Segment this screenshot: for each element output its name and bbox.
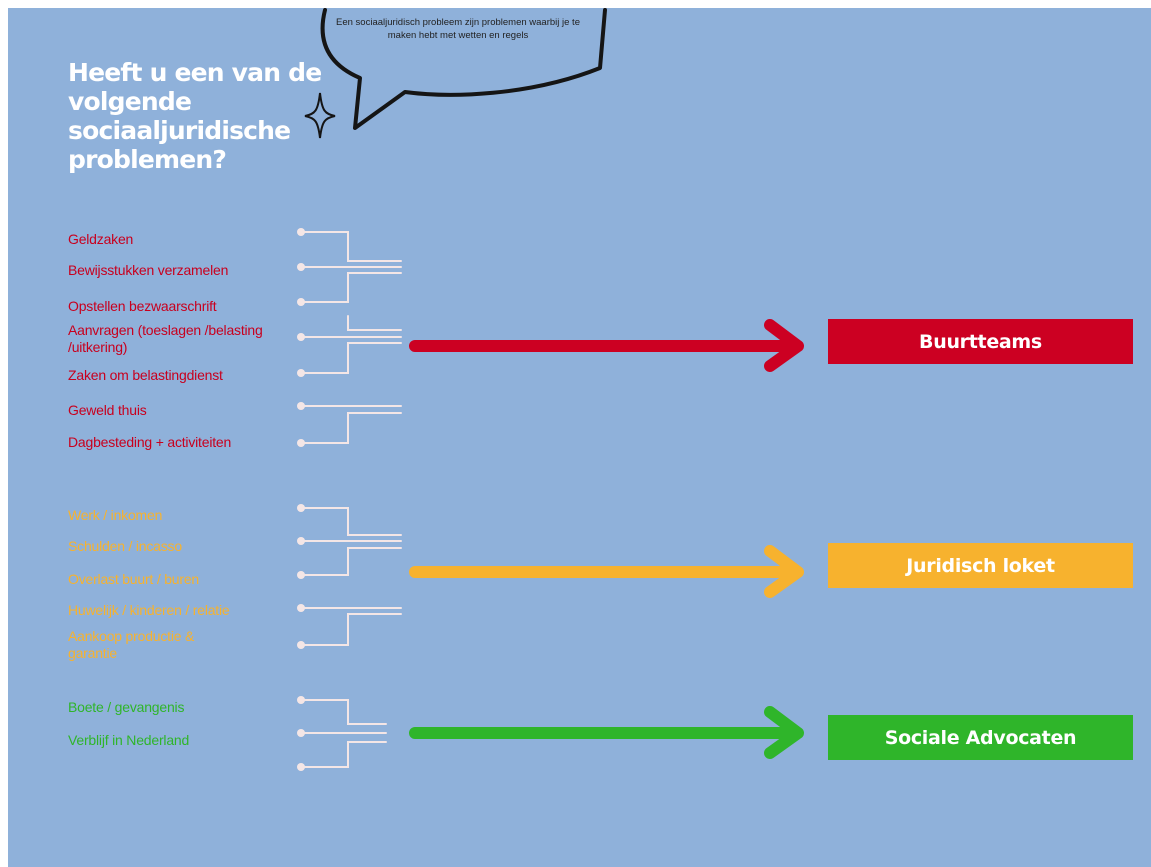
bubble-text: Een sociaaljuridisch probleem zijn probl… [336,17,580,41]
target-box-buurtteams: Buurtteams [828,319,1133,364]
list-item: Geldzaken [68,231,134,247]
page-title: Heeft u een van de volgende sociaaljurid… [68,58,322,174]
list-item: Schulden / incasso [68,538,182,554]
list-item: Dagbesteding + activiteiten [68,434,232,450]
speech-bubble [304,8,607,139]
arrow-icon [409,545,804,598]
list-item: Werk / inkomen [68,507,163,523]
canvas: Heeft u een van de volgende sociaaljurid… [8,8,1151,867]
list-item: Overlast buurt / buren [68,571,199,587]
list-item: Boete / gevangenis [68,699,185,715]
target-box-juridisch-loket: Juridisch loket [828,543,1133,588]
list-item: Geweld thuis [68,402,147,418]
list-item: Huwelijk / kinderen / relatie [68,602,230,618]
list-item: Zaken om belastingdienst [68,367,223,383]
list-item: Opstellen bezwaarschrift [68,298,217,314]
list-item: Aanvragen (toeslagen /belasting /uitkeri… [68,322,263,355]
arrow-icon [409,319,804,372]
sparkle-icon [304,92,336,139]
target-box-sociale-advocaten: Sociale Advocaten [828,715,1133,760]
connector-lines [297,228,804,771]
list-item: Bewijsstukken verzamelen [68,262,229,278]
list-item: Verblijf in Nederland [68,732,190,748]
list-item: Aankoop productie & garantie [68,628,195,661]
arrow-icon [409,706,804,759]
